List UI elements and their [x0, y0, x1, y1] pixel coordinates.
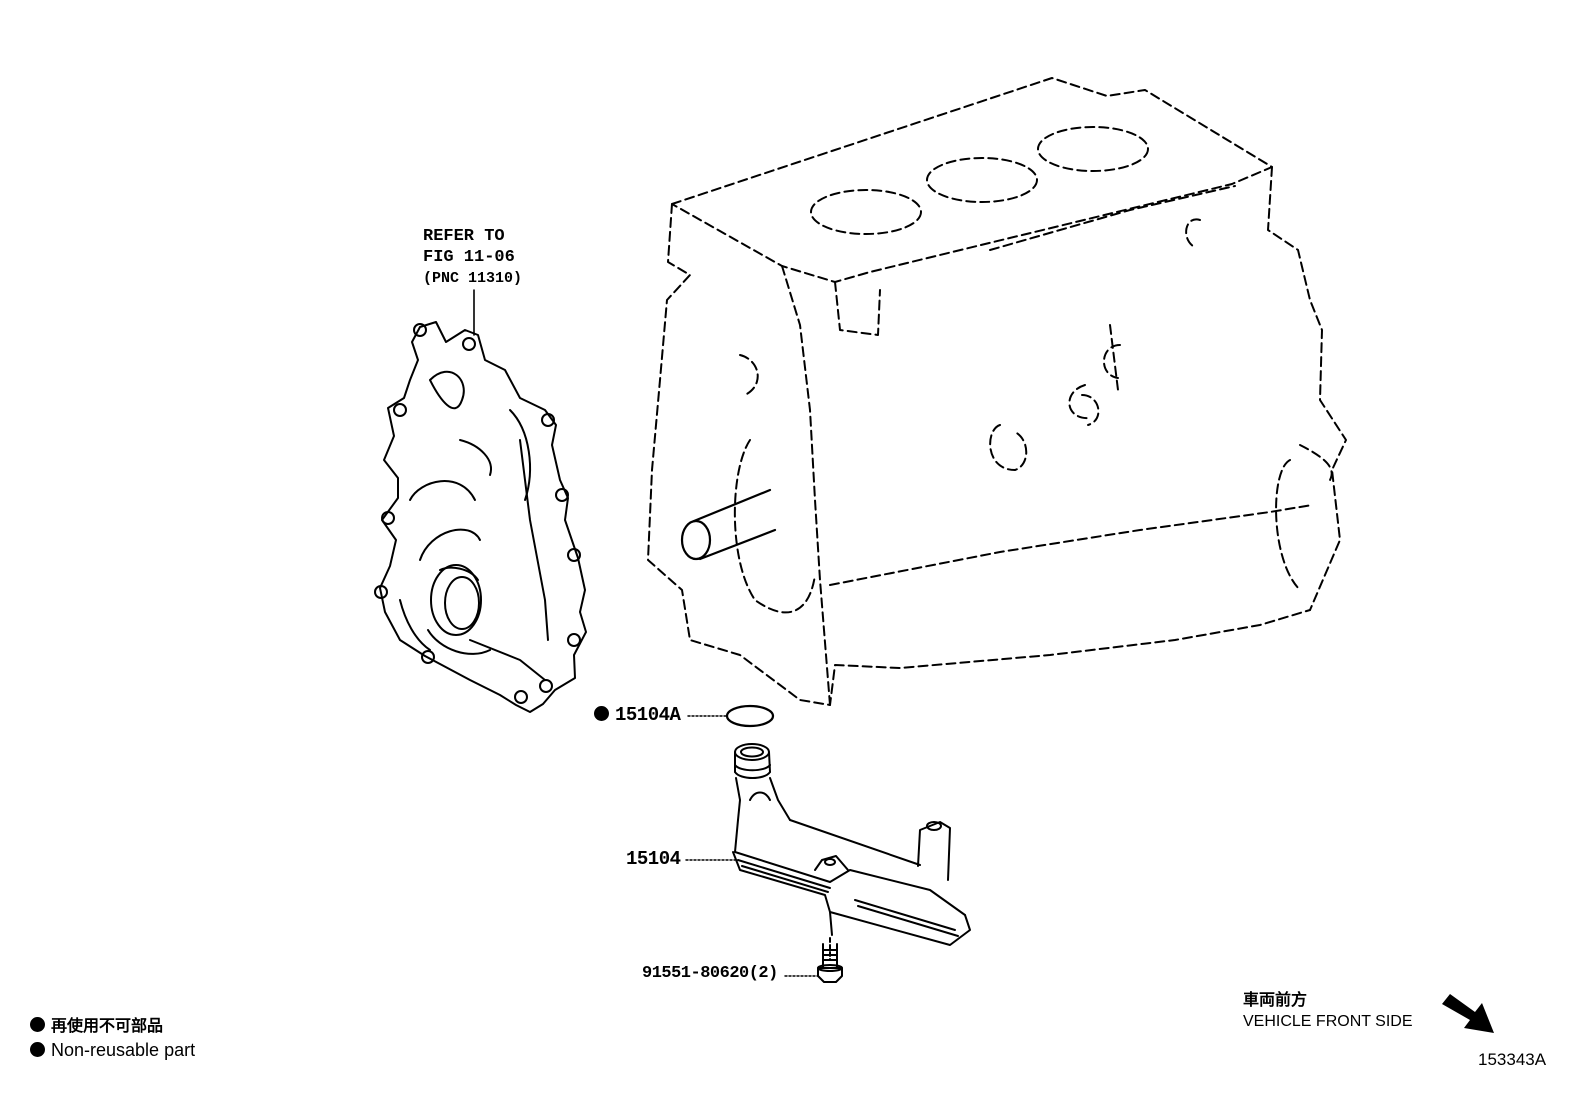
vehicle-front-jp: 車両前方: [1243, 990, 1308, 1009]
oil-strainer: [732, 743, 971, 946]
vehicle-front-en: VEHICLE FRONT SIDE: [1243, 1013, 1413, 1030]
crankshaft-stub: [680, 488, 777, 561]
legend-bullet-icon: [30, 1042, 45, 1057]
part-number: 15104: [626, 848, 681, 870]
front-arrow-icon: [1442, 994, 1494, 1033]
refer-line-2: FIG 11-06: [423, 248, 515, 267]
engine-block-outline: [647, 77, 1347, 706]
refer-line-3: (PNC 11310): [423, 270, 523, 287]
vehicle-front-label: 車両前方 VEHICLE FRONT SIDE: [1243, 986, 1413, 1031]
legend: 再使用不可部品 Non-reusable part: [30, 1012, 195, 1061]
legend-en-text: Non-reusable part: [51, 1040, 196, 1060]
part-label-15104a: 15104A: [594, 704, 681, 726]
bolt: [817, 937, 843, 983]
part-label-15104: 15104: [626, 848, 681, 870]
legend-jp-text: 再使用不可部品: [51, 1016, 164, 1035]
part-number: 15104A: [615, 704, 681, 726]
part-number: 91551-80620(2): [642, 964, 778, 983]
legend-bullet-icon: [30, 1017, 45, 1032]
figure-id: 153343A: [1478, 1050, 1547, 1069]
o-ring: [725, 704, 775, 728]
timing-cover: [374, 321, 587, 713]
part-label-91551: 91551-80620(2): [642, 964, 778, 983]
legend-row-en: Non-reusable part: [30, 1040, 195, 1061]
legend-row-jp: 再使用不可部品: [30, 1012, 195, 1036]
refer-line-1: REFER TO: [423, 227, 505, 246]
refer-label: REFER TO FIG 11-06 (PNC 11310): [423, 226, 522, 289]
non-reusable-bullet-icon: [594, 706, 609, 721]
